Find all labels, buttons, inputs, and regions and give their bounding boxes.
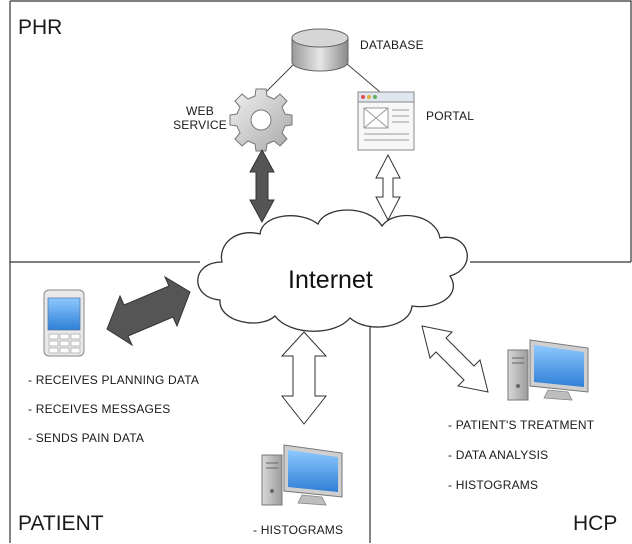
database-icon	[291, 28, 349, 72]
web-service-label-line1: WEB	[186, 104, 214, 118]
gear-icon	[229, 88, 293, 152]
internet-cloud-shape	[197, 209, 468, 332]
patient-note: - RECEIVES PLANNING DATA	[28, 373, 200, 387]
mobile-phone-icon	[43, 289, 85, 357]
hcp-note: - DATA ANALYSIS	[448, 448, 549, 462]
internet-hcppc-arrow	[421, 325, 489, 393]
hcp-note: - PATIENT'S TREATMENT	[448, 418, 595, 432]
hcp-region-title: HCP	[573, 512, 618, 535]
database-label: DATABASE	[360, 38, 424, 52]
phone-internet-arrow	[106, 275, 191, 347]
portal-label: PORTAL	[426, 109, 475, 123]
internet-label: Internet	[288, 266, 373, 294]
patient-note: - RECEIVES MESSAGES	[28, 402, 171, 416]
patient-note: - SENDS PAIN DATA	[28, 431, 145, 445]
patient-region-title: PATIENT	[18, 512, 104, 535]
web-service-label-line2: SERVICE	[173, 118, 227, 132]
portal-internet-arrow	[375, 153, 401, 222]
web-service-label: WEB SERVICE	[168, 104, 232, 132]
hcp-note: - HISTOGRAMS	[448, 478, 539, 492]
desktop-computer-icon	[261, 444, 343, 506]
browser-window-icon	[357, 91, 415, 151]
phr-region-title: PHR	[18, 16, 63, 39]
webservice-internet-arrow	[249, 148, 275, 224]
internet-patientpc-arrow	[280, 331, 328, 425]
desktop-computer-icon	[507, 339, 589, 401]
patient-pc-note: - HISTOGRAMS	[253, 523, 344, 537]
